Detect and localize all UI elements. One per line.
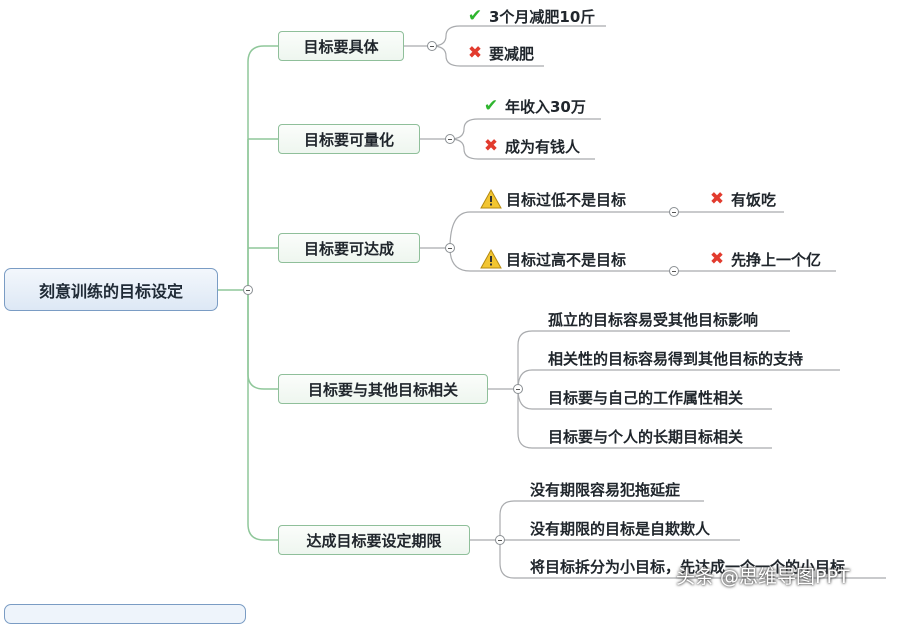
- collapse-toggle-branch-4[interactable]: [513, 384, 523, 394]
- leaf-text: 先挣上一个亿: [731, 250, 822, 269]
- leaf-good-example[interactable]: ✔ 3个月减肥10斤: [464, 4, 595, 28]
- leaf-bad-example[interactable]: ✖ 要减肥: [464, 41, 534, 65]
- leaf-too-low[interactable]: 目标过低不是目标: [480, 187, 626, 211]
- central-topic[interactable]: 刻意训练的目标设定: [4, 268, 218, 311]
- leaf-relevant-2[interactable]: 相关性的目标容易得到其他目标的支持: [548, 349, 804, 368]
- leaf-deadline-1[interactable]: 没有期限容易犯拖延症: [530, 480, 681, 499]
- cross-icon: ✖: [467, 42, 483, 63]
- leaf-relevant-1[interactable]: 孤立的目标容易受其他目标影响: [548, 310, 759, 329]
- collapse-toggle-branch-5[interactable]: [495, 535, 505, 545]
- check-icon: ✔: [467, 5, 483, 26]
- leaf-relevant-3[interactable]: 目标要与自己的工作属性相关: [548, 388, 744, 407]
- warning-icon: [480, 249, 502, 269]
- leaf-too-high[interactable]: 目标过高不是目标: [480, 247, 626, 271]
- branch-relevant[interactable]: 目标要与其他目标相关: [278, 374, 488, 404]
- collapse-toggle-branch-2[interactable]: [445, 134, 455, 144]
- cross-icon: ✖: [709, 188, 725, 209]
- leaf-text: 目标过低不是目标: [506, 190, 627, 209]
- collapse-toggle-too-low[interactable]: [669, 207, 679, 217]
- next-topic-edge[interactable]: [4, 604, 246, 624]
- leaf-deadline-2[interactable]: 没有期限的目标是自欺欺人: [530, 519, 711, 538]
- cross-icon: ✖: [709, 248, 725, 269]
- leaf-text: 有饭吃: [731, 190, 777, 209]
- leaf-relevant-4[interactable]: 目标要与个人的长期目标相关: [548, 427, 744, 446]
- leaf-too-low-example[interactable]: ✖ 有饭吃: [706, 187, 776, 211]
- collapse-toggle-branch-1[interactable]: [427, 41, 437, 51]
- leaf-text: 要减肥: [489, 44, 535, 63]
- branch-time-bound[interactable]: 达成目标要设定期限: [278, 525, 470, 555]
- leaf-text: 成为有钱人: [505, 137, 581, 156]
- leaf-bad-example[interactable]: ✖ 成为有钱人: [480, 134, 580, 158]
- leaf-text: 3个月减肥10斤: [489, 7, 596, 26]
- watermark: 头条 @思维导图PPT: [676, 566, 850, 588]
- leaf-good-example[interactable]: ✔ 年收入30万: [480, 94, 586, 118]
- warning-icon: [480, 189, 502, 209]
- collapse-toggle-too-high[interactable]: [669, 266, 679, 276]
- branch-specific[interactable]: 目标要具体: [278, 31, 404, 61]
- branch-measurable[interactable]: 目标要可量化: [278, 124, 420, 154]
- leaf-deadline-3[interactable]: 将目标拆分为小目标，先达成一个一个的小目标: [530, 557, 846, 576]
- collapse-toggle-branch-3[interactable]: [445, 243, 455, 253]
- cross-icon: ✖: [483, 135, 499, 156]
- collapse-toggle-root[interactable]: [243, 285, 253, 295]
- leaf-too-high-example[interactable]: ✖ 先挣上一个亿: [706, 247, 821, 271]
- connector-lines: [218, 25, 886, 579]
- leaf-text: 目标过高不是目标: [506, 250, 627, 269]
- check-icon: ✔: [483, 95, 499, 116]
- leaf-text: 年收入30万: [505, 97, 586, 116]
- branch-achievable[interactable]: 目标要可达成: [278, 233, 420, 263]
